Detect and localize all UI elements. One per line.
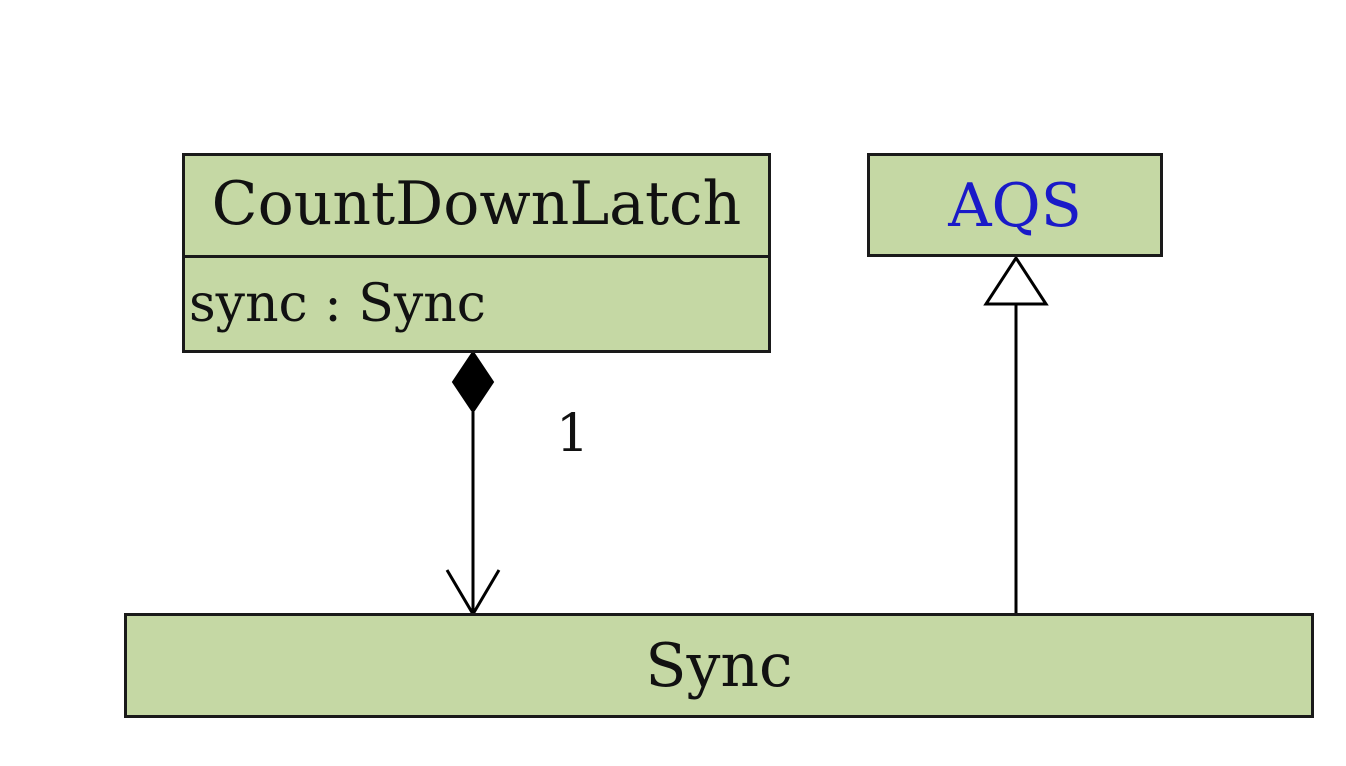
class-attribute-sync: sync : Sync <box>189 274 486 334</box>
class-name-countdownlatch: CountDownLatch <box>211 169 742 239</box>
composition-diamond <box>451 350 495 414</box>
class-name-sync: Sync <box>645 631 793 701</box>
composition-association <box>445 350 501 617</box>
class-countdownlatch: CountDownLatch sync : Sync <box>182 153 771 353</box>
class-name-aqs: AQS <box>948 171 1082 241</box>
inheritance-triangle <box>983 255 1049 306</box>
generalization-association <box>983 255 1049 614</box>
multiplicity-label: 1 <box>556 404 590 464</box>
class-aqs: AQS <box>867 153 1163 257</box>
class-sync: Sync <box>124 613 1314 718</box>
class-compartment-divider <box>185 255 768 258</box>
